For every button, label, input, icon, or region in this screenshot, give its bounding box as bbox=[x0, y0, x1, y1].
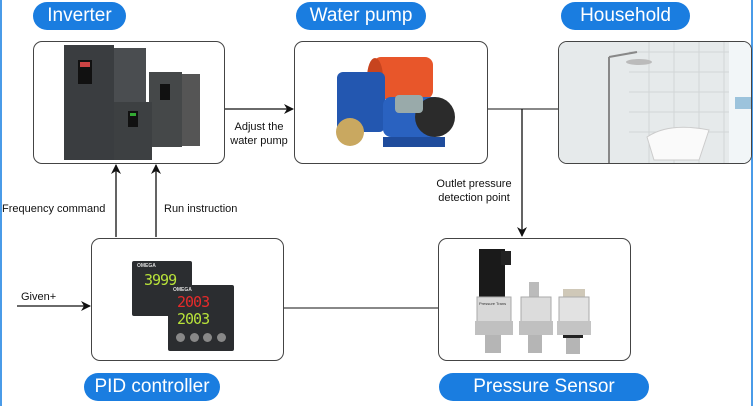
frequency-command-label: Frequency command bbox=[2, 203, 106, 215]
right-border bbox=[751, 0, 753, 406]
given-label: Given+ bbox=[21, 291, 57, 303]
pid-brand-label-1: OMEGA bbox=[137, 263, 156, 269]
pressure-sensor-box[interactable]: Pressure Trans bbox=[438, 238, 631, 361]
left-border bbox=[0, 0, 2, 406]
household-image bbox=[559, 42, 751, 163]
pid-brand-label-2: OMEGA bbox=[173, 287, 192, 293]
pid-unit-front: OMEGA 2003 2003 bbox=[168, 285, 234, 351]
pid-controller-title: PID controller bbox=[84, 373, 220, 401]
water-pump-image bbox=[336, 57, 455, 147]
water-pump-title: Water pump bbox=[296, 2, 426, 30]
outlet-pressure-label: Outlet pressure detection point bbox=[432, 177, 516, 205]
adjust-pump-line1: Adjust the bbox=[234, 121, 284, 133]
inverter-image bbox=[64, 45, 200, 160]
pid-display-top: 3999 bbox=[144, 271, 177, 289]
pid-display-green: 2003 bbox=[177, 310, 210, 328]
outlet-pressure-line1: Outlet pressure bbox=[436, 178, 512, 190]
inverter-box[interactable] bbox=[33, 41, 225, 164]
pid-buttons bbox=[176, 333, 226, 343]
inverter-title: Inverter bbox=[33, 2, 126, 30]
adjust-pump-line2: water pump bbox=[230, 135, 288, 147]
water-pump-box[interactable] bbox=[294, 41, 488, 164]
pressure-sensor-title: Pressure Sensor bbox=[439, 373, 649, 401]
outlet-pressure-line2: detection point bbox=[438, 192, 510, 204]
household-title: Household bbox=[561, 2, 690, 30]
pressure-sensor-image bbox=[475, 249, 591, 354]
household-box[interactable] bbox=[558, 41, 752, 164]
pid-controller-box[interactable]: OMEGA 3999 OMEGA 2003 2003 bbox=[91, 238, 284, 361]
pid-display-red: 2003 bbox=[177, 293, 210, 311]
sensor-label-text: Pressure Trans bbox=[479, 301, 507, 306]
run-instruction-label: Run instruction bbox=[164, 203, 238, 215]
adjust-pump-label: Adjust the water pump bbox=[226, 120, 292, 148]
